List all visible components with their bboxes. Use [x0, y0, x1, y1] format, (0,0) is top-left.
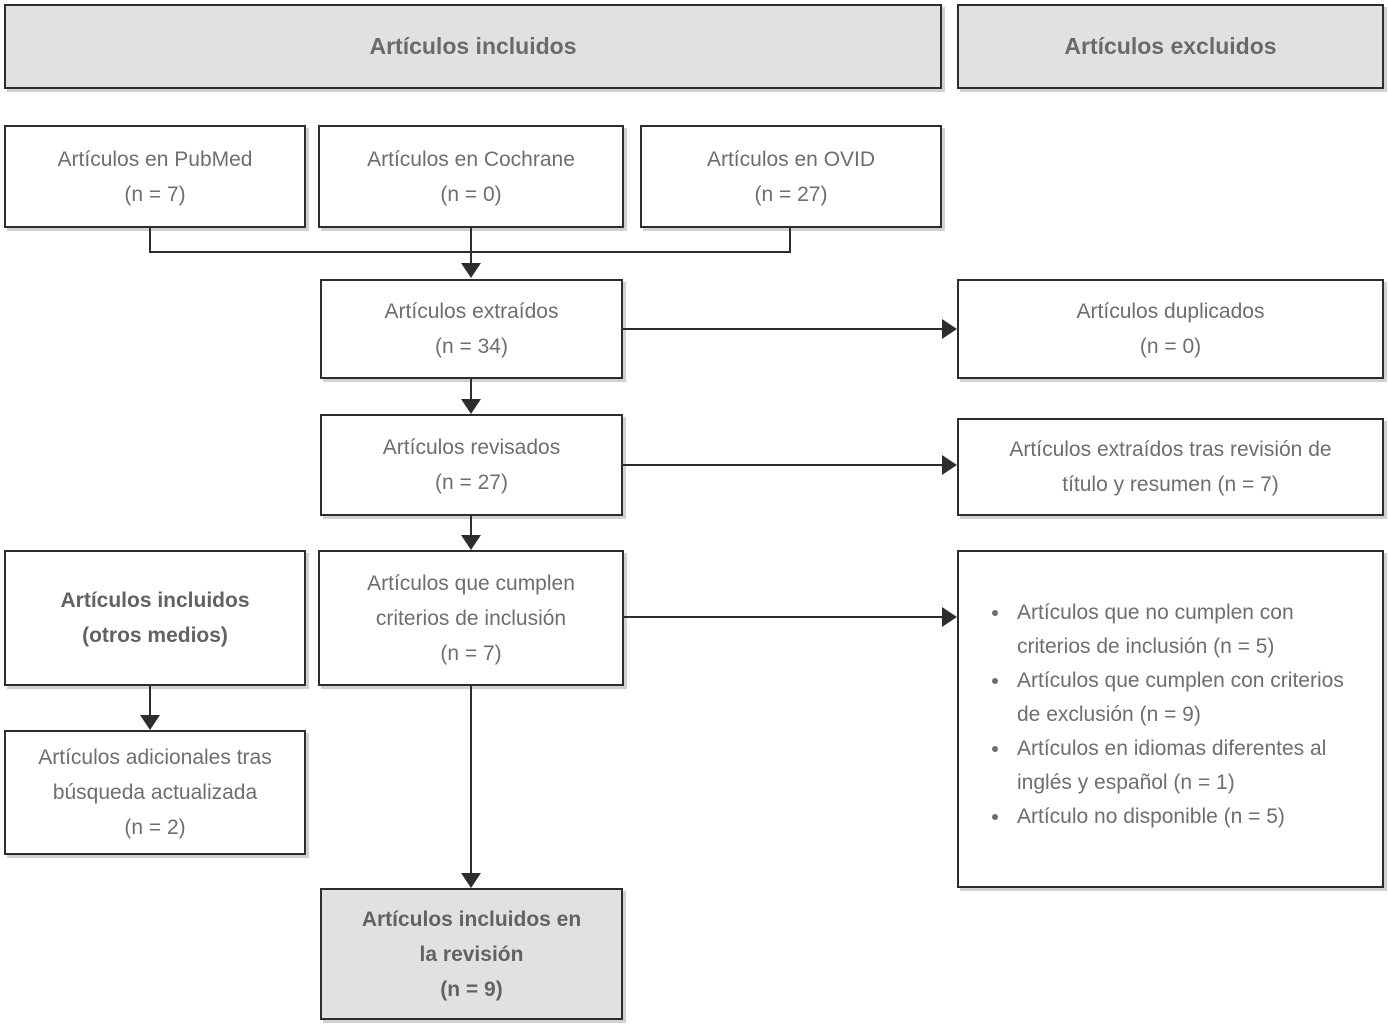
node-text-line: (otros medios) [82, 624, 228, 647]
node-extraidos: Artículos extraídos (n = 34) [320, 279, 623, 379]
node-cochrane: Artículos en Cochrane (n = 0) [318, 125, 624, 228]
node-text-line: Artículos adicionales tras [38, 746, 272, 769]
node-count: (n = 2) [124, 816, 186, 839]
arrowhead-into-exclusionlist [942, 607, 957, 627]
node-ovid: Artículos en OVID (n = 27) [640, 125, 942, 228]
node-text-line: Artículos duplicados [1076, 300, 1265, 323]
node-pubmed: Artículos en PubMed (n = 7) [4, 125, 306, 228]
exclusion-reason-item: Artículo no disponible (n = 5) [1011, 800, 1364, 834]
header-articulos-incluidos: Artículos incluidos [4, 4, 942, 89]
exclusion-reasons-list: Artículos que no cumplen con criterios d… [959, 552, 1382, 834]
node-extraidos-tras-revision: Artículos extraídos tras revisión de tít… [957, 418, 1384, 516]
node-revisados: Artículos revisados (n = 27) [320, 414, 623, 516]
node-adicionales: Artículos adicionales tras búsqueda actu… [4, 730, 306, 855]
node-count: (n = 0) [1139, 335, 1202, 358]
node-duplicados: Artículos duplicados (n = 0) [957, 279, 1384, 379]
node-text-line: Artículos en PubMed [57, 147, 253, 171]
node-razones-exclusion: Artículos que no cumplen con criterios d… [957, 550, 1384, 888]
node-text-line: Artículos que cumplen [367, 571, 575, 595]
connector-inclusion-to-final [470, 686, 472, 874]
node-text-line: Artículos extraídos tras revisión de [1009, 438, 1332, 461]
connector-pubmed-down [149, 228, 151, 253]
node-count: (n = 27) [754, 182, 828, 206]
node-cumplen-inclusion: Artículos que cumplen criterios de inclu… [318, 550, 624, 686]
arrowhead-into-reviewed [461, 399, 481, 414]
connector-ovid-down [789, 228, 791, 253]
arrowhead-into-final [461, 873, 481, 888]
connector-othermedia-to-additional [149, 686, 151, 716]
node-count: (n = 7) [440, 641, 502, 665]
node-text-line: Artículos incluidos [60, 589, 250, 612]
node-count: (n = 9) [440, 977, 503, 1001]
connector-merge-down [470, 228, 472, 265]
header-articulos-excluidos: Artículos excluidos [957, 4, 1384, 89]
exclusion-reason-item: Artículos que no cumplen con criterios d… [1011, 596, 1364, 664]
arrowhead-into-titleabstract [942, 455, 957, 475]
node-count: (n = 27) [435, 471, 508, 494]
node-count: (n = 34) [435, 335, 508, 358]
node-incluidos-otros-medios: Artículos incluidos (otros medios) [4, 550, 306, 686]
node-text-line: búsqueda actualizada [52, 781, 258, 804]
arrowhead-into-additional [140, 715, 160, 730]
node-text-line: Artículos en Cochrane [367, 147, 575, 171]
header-label: Artículos incluidos [369, 33, 577, 59]
connector-extracted-to-duplicates [623, 328, 943, 330]
node-text-line: Artículos revisados [382, 436, 561, 459]
node-count: (n = 7) [124, 182, 186, 206]
arrowhead-into-duplicates [942, 319, 957, 339]
node-text-line: Artículos en OVID [706, 147, 876, 171]
node-incluidos-revision: Artículos incluidos en la revisión (n = … [320, 888, 623, 1020]
arrowhead-into-inclusion [461, 535, 481, 550]
exclusion-reason-item: Artículos en idiomas diferentes al inglé… [1011, 732, 1364, 800]
node-text-line: la revisión [419, 942, 524, 966]
exclusion-reason-item: Artículos que cumplen con criterios de e… [1011, 664, 1364, 732]
node-text-line: criterios de inclusión [375, 606, 567, 630]
node-text-line: título y resumen (n = 7) [1062, 473, 1279, 496]
header-label: Artículos excluidos [1064, 33, 1277, 59]
connector-reviewed-to-titleabstract [623, 464, 943, 466]
arrowhead-into-extracted [461, 263, 481, 278]
node-text-line: Artículos incluidos en [361, 907, 582, 931]
connector-reviewed-to-inclusion [470, 516, 472, 536]
node-text-line: Artículos extraídos [384, 300, 559, 323]
connector-extracted-to-reviewed [470, 379, 472, 400]
connector-inclusion-to-exclusionlist [624, 616, 943, 618]
node-count: (n = 0) [440, 182, 502, 206]
